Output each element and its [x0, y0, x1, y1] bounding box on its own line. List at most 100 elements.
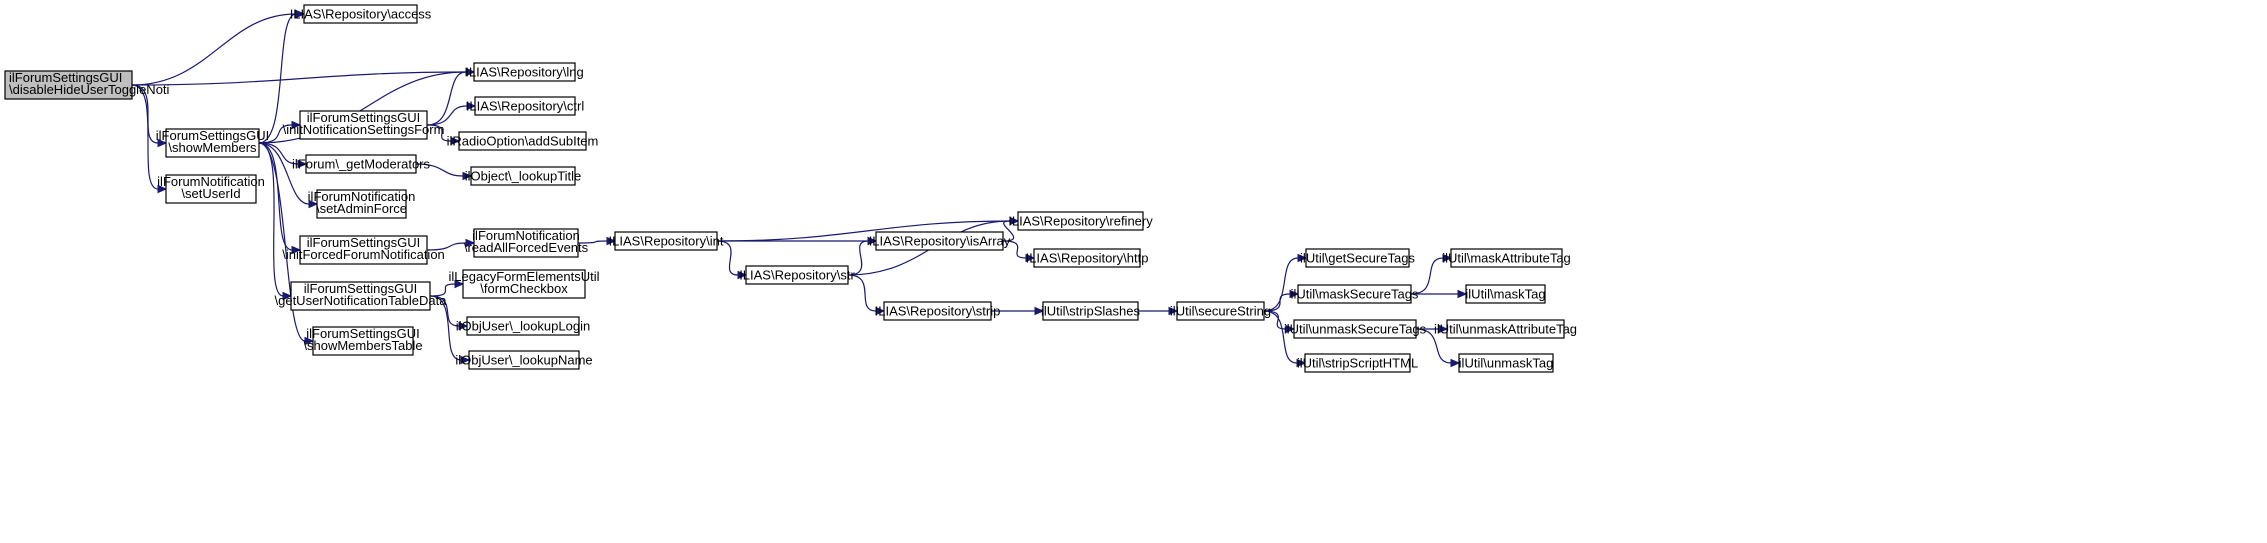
- node-label: ilUtil\secureString: [1170, 304, 1271, 319]
- edge-initNotif-to-addSubItem: [426, 124, 452, 142]
- node-label: ilLegacyFormElementsUtil: [449, 269, 600, 284]
- edge-int-to-refinery: [716, 220, 1011, 242]
- arrow-head-icon: [606, 236, 617, 246]
- node-label: ilUtil\maskAttributeTag: [1442, 251, 1571, 266]
- graph-node-refinery[interactable]: ILIAS\Repository\refinery: [1008, 211, 1153, 231]
- node-box: [1176, 301, 1265, 321]
- arrow-head-icon: [1296, 358, 1307, 368]
- node-box: [305, 154, 417, 174]
- node-label: ILIAS\Repository\strip: [875, 304, 1001, 319]
- graph-node-str[interactable]: ILIAS\Repository\str: [739, 265, 855, 285]
- edge-isArray-to-http: [1002, 240, 1027, 259]
- graph-node-http[interactable]: ILIAS\Repository\http: [1026, 248, 1149, 268]
- graph-node-unmaskTag[interactable]: ilUtil\unmaskTag: [1458, 353, 1554, 373]
- node-label: ilObject\_lookupTitle: [465, 169, 582, 184]
- edge-showMembers-to-getUserNotif: [258, 142, 284, 297]
- graph-node-stripScriptHTML[interactable]: ilUtil\stripScriptHTML: [1297, 353, 1418, 373]
- graph-node-lng[interactable]: ILIAS\Repository\lng: [465, 62, 584, 82]
- nodes-layer: ilForumSettingsGUI\disableHideUserToggle…: [4, 4, 1577, 373]
- graph-node-unmaskSecureTags[interactable]: ilUtil\unmaskSecureTags: [1284, 319, 1427, 339]
- arrow-head-icon: [1297, 253, 1308, 263]
- arrow-head-icon: [1450, 358, 1461, 368]
- graph-node-stripSlashes[interactable]: ilUtil\stripSlashes: [1041, 301, 1140, 321]
- arrow-head-icon: [450, 136, 461, 146]
- graph-node-showMembers[interactable]: ilForumSettingsGUI\showMembers: [156, 128, 269, 158]
- arrow-head-icon: [1025, 253, 1036, 263]
- node-label: ILIAS\Repository\str: [739, 268, 855, 283]
- graph-node-access[interactable]: ILIAS\Repository\access: [290, 4, 432, 24]
- node-box: [883, 301, 992, 321]
- node-box: [1450, 248, 1563, 268]
- arrow-head-icon: [1034, 306, 1045, 316]
- arrow-head-icon: [458, 321, 469, 331]
- node-box: [312, 326, 414, 356]
- node-box: [1465, 284, 1546, 304]
- edge-root-to-access: [131, 13, 297, 86]
- node-box: [165, 174, 257, 204]
- node-box: [1042, 301, 1139, 321]
- graph-node-lookupLogin[interactable]: ilObjUser\_lookupLogin: [456, 316, 590, 336]
- arrow-head-icon: [297, 159, 308, 169]
- node-box: [4, 70, 133, 100]
- graph-node-setUserId[interactable]: ilForumNotification\setUserId: [157, 174, 265, 204]
- node-box: [462, 269, 586, 299]
- edge-showMembers-to-initNotif: [258, 124, 293, 144]
- edge-secureString-to-unmaskSecureTags: [1263, 310, 1287, 330]
- edges-layer: [131, 9, 1468, 368]
- graph-node-readAllForced[interactable]: ilForumNotification\readAllForcedEvents: [464, 228, 589, 258]
- node-box: [1017, 211, 1144, 231]
- node-box: [474, 96, 576, 116]
- node-box: [745, 265, 849, 285]
- graph-node-showMembersTable[interactable]: ilForumSettingsGUI\showMembersTable: [303, 326, 423, 356]
- edge-secureString-to-maskSecureTags: [1263, 293, 1291, 312]
- edge-maskSecureTags-to-maskAttributeTag: [1410, 257, 1444, 295]
- edge-readAllForced-to-int: [577, 240, 608, 244]
- graph-node-lookupTitle[interactable]: ilObject\_lookupTitle: [465, 166, 582, 186]
- graph-node-getSecureTags[interactable]: ilUtil\getSecureTags: [1300, 248, 1415, 268]
- edge-showMembers-to-showMembersTable: [258, 142, 306, 342]
- graph-node-ctrl[interactable]: ILIAS\Repository\ctrl: [466, 96, 585, 116]
- edge-getUserNotif-to-lookupName: [429, 295, 462, 361]
- graph-node-addSubItem[interactable]: ilRadioOption\addSubItem: [447, 131, 599, 151]
- arrow-head-icon: [1285, 324, 1296, 334]
- node-label: ilForumSettingsGUI: [307, 110, 420, 125]
- edge-initNotif-to-ctrl: [426, 105, 468, 126]
- node-label: ilUtil\getSecureTags: [1300, 251, 1415, 266]
- arrow-head-icon: [737, 270, 748, 280]
- node-label: ilForumSettingsGUI: [304, 281, 417, 296]
- arrow-head-icon: [295, 9, 306, 19]
- arrow-head-icon: [1168, 306, 1179, 316]
- graph-node-initNotif[interactable]: ilForumSettingsGUI\initNotificationSetti…: [283, 110, 445, 140]
- edge-showMembers-to-getModerators: [258, 142, 299, 165]
- graph-node-isArray[interactable]: ILIAS\Repository\isArray: [869, 231, 1011, 251]
- graph-node-lookupName[interactable]: ilObjUser\_lookupName: [455, 350, 593, 370]
- graph-node-maskAttributeTag[interactable]: ilUtil\maskAttributeTag: [1442, 248, 1571, 268]
- arrow-head-icon: [1289, 289, 1300, 299]
- graph-node-unmaskAttributeTag[interactable]: ilUtil\unmaskAttributeTag: [1434, 319, 1577, 339]
- arrow-head-icon: [1438, 324, 1449, 334]
- node-box: [165, 128, 260, 158]
- graph-node-getModerators[interactable]: ilForum\_getModerators: [292, 154, 430, 174]
- graph-node-secureString[interactable]: ilUtil\secureString: [1170, 301, 1271, 321]
- graph-node-initForced[interactable]: ilForumSettingsGUI\initForcedForumNotifi…: [282, 235, 445, 265]
- node-label: ilObjUser\_lookupLogin: [456, 319, 590, 334]
- graph-node-getUserNotif[interactable]: ilForumSettingsGUI\getUserNotificationTa…: [275, 281, 448, 311]
- node-box: [473, 62, 576, 82]
- node-box: [1033, 248, 1141, 268]
- edge-int-to-str: [716, 240, 739, 276]
- graph-node-strip[interactable]: ILIAS\Repository\strip: [875, 301, 1001, 321]
- arrow-head-icon: [1457, 289, 1468, 299]
- edge-secureString-to-getSecureTags: [1263, 257, 1299, 312]
- graph-node-setAdminForce[interactable]: ilForumNotification\setAdminForce: [308, 189, 416, 219]
- node-label: ILIAS\Repository\int: [609, 234, 724, 249]
- arrow-head-icon: [465, 67, 476, 77]
- graph-node-int[interactable]: ILIAS\Repository\int: [609, 231, 724, 251]
- node-label: ilUtil\unmaskTag: [1459, 356, 1554, 371]
- graph-node-root[interactable]: ilForumSettingsGUI\disableHideUserToggle…: [4, 70, 170, 100]
- node-label: ILIAS\Repository\refinery: [1008, 214, 1153, 229]
- graph-node-maskTag[interactable]: ilUtil\maskTag: [1465, 284, 1546, 304]
- graph-node-maskSecureTags[interactable]: ilUtil\maskSecureTags: [1291, 284, 1419, 304]
- graph-node-formCheckbox[interactable]: ilLegacyFormElementsUtil\formCheckbox: [449, 269, 600, 299]
- edge-str-to-strip: [847, 274, 877, 312]
